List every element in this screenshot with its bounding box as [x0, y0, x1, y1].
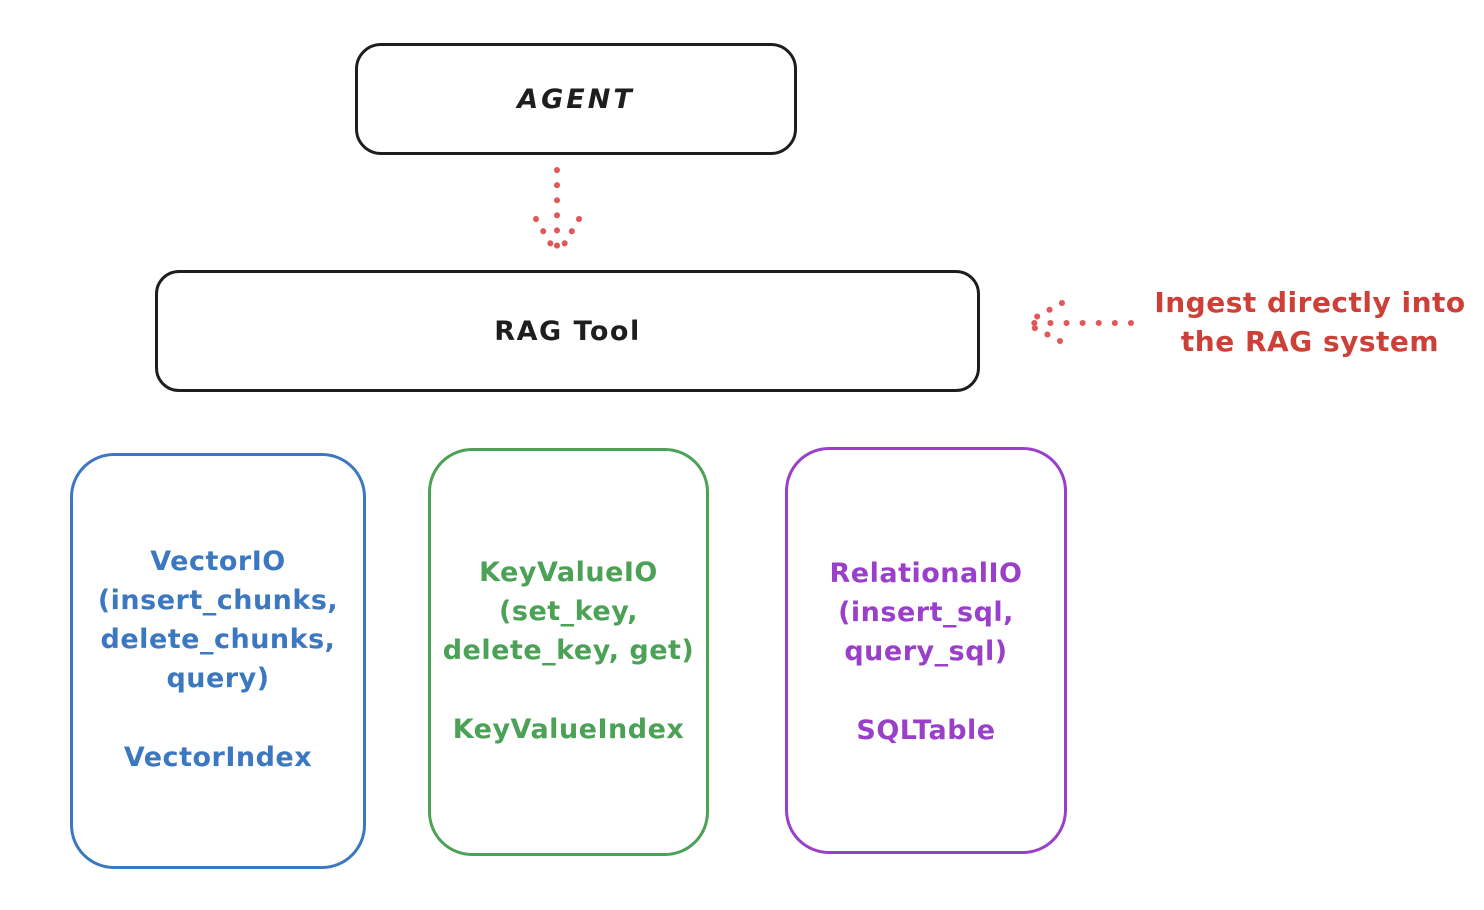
rag-tool-box-label: RAG Tool: [494, 315, 641, 347]
relational-io-methods-line1: (insert_sql,: [838, 597, 1014, 628]
vector-index-label: VectorIndex: [123, 742, 313, 773]
vector-io-box: VectorIO (insert_chunks, delete_chunks, …: [70, 453, 366, 869]
relational-io-methods-line2: query_sql): [844, 636, 1008, 667]
keyvalue-io-methods-line1: (set_key,: [499, 596, 638, 627]
agent-box-label: AGENT: [517, 83, 635, 115]
vector-io-title: VectorIO: [150, 546, 286, 577]
vector-io-methods-line1: (insert_chunks,: [97, 585, 339, 616]
vector-io-methods-line2: delete_chunks,: [100, 624, 336, 655]
ingest-annotation-line2: the RAG system: [1180, 325, 1440, 358]
relational-io-box: RelationalIO (insert_sql, query_sql) SQL…: [785, 447, 1067, 854]
keyvalue-io-methods-line2: delete_key, get): [442, 635, 695, 666]
ingest-annotation: Ingest directly into the RAG system: [1135, 283, 1484, 361]
keyvalue-io-title: KeyValueIO: [479, 557, 658, 588]
rag-tool-box: RAG Tool: [155, 270, 980, 392]
agent-to-rag-arrow-down-dotted-icon: [533, 167, 582, 256]
keyvalue-index-label: KeyValueIndex: [452, 714, 685, 745]
ingest-arrow-left-dotted-icon: [1024, 300, 1134, 344]
relational-io-title: RelationalIO: [829, 558, 1023, 589]
vector-io-methods-line3: query): [166, 663, 270, 694]
sql-table-label: SQLTable: [856, 715, 996, 746]
keyvalue-io-box: KeyValueIO (set_key, delete_key, get) Ke…: [428, 448, 709, 856]
ingest-annotation-line1: Ingest directly into: [1154, 286, 1466, 319]
agent-box: AGENT: [355, 43, 797, 155]
